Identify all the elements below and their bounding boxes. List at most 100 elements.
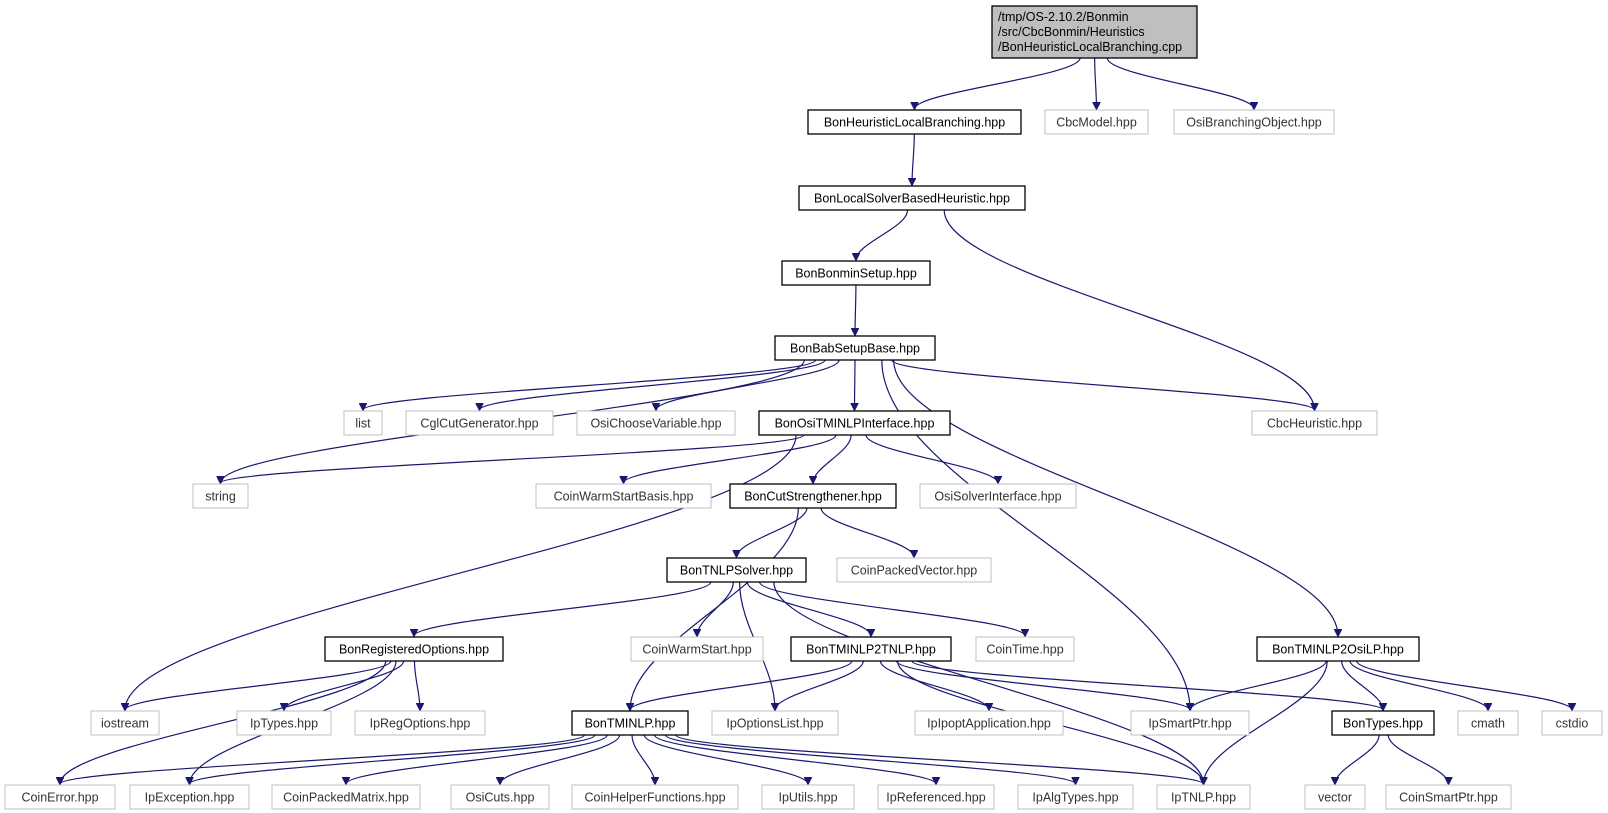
file-node-iptypes[interactable]: IpTypes.hpp [236, 710, 332, 736]
file-nodes: /tmp/OS-2.10.2/Bonmin /src/CbcBonmin/Heu… [4, 5, 1603, 810]
edge-root-to-bonheuristiclocalbranching [915, 57, 1081, 109]
file-node-label: IpAlgTypes.hpp [1032, 791, 1118, 805]
file-node-label: iostream [101, 717, 149, 731]
file-node-coinwarmstartbasis[interactable]: CoinWarmStartBasis.hpp [535, 483, 712, 509]
file-node-label: CoinSmartPtr.hpp [1399, 791, 1498, 805]
file-node-label: CoinTime.hpp [986, 643, 1063, 657]
file-node-bonheuristiclocalbranching[interactable]: BonHeuristicLocalBranching.hpp [807, 109, 1022, 135]
file-node-cmath[interactable]: cmath [1457, 710, 1519, 736]
file-node-cbcmodel[interactable]: CbcModel.hpp [1044, 109, 1149, 135]
file-node-label: BonTMINLP2OsiLP.hpp [1272, 643, 1404, 657]
edge-bontminlp-to-iputils [643, 734, 808, 784]
edge-bonregisteredoptions-to-iostream [125, 660, 392, 710]
file-node-ipreferenced[interactable]: IpReferenced.hpp [877, 784, 995, 810]
file-node-label: CglCutGenerator.hpp [420, 417, 538, 431]
file-node-iptnlp[interactable]: IpTNLP.hpp [1156, 784, 1251, 810]
file-node-osisolverinterface[interactable]: OsiSolverInterface.hpp [919, 483, 1077, 509]
file-node-label: CbcHeuristic.hpp [1267, 417, 1362, 431]
edge-bontminlp2tnlp-to-bontypes [911, 660, 1383, 710]
file-node-label: CoinPackedVector.hpp [851, 564, 978, 578]
file-node-label: BonBabSetupBase.hpp [790, 342, 920, 356]
file-node-coinhelperfunctions[interactable]: CoinHelperFunctions.hpp [571, 784, 739, 810]
file-node-label: IpTypes.hpp [250, 717, 318, 731]
root-file-node[interactable]: /tmp/OS-2.10.2/Bonmin /src/CbcBonmin/Heu… [991, 5, 1198, 59]
file-node-osibranchingobject[interactable]: OsiBranchingObject.hpp [1173, 109, 1335, 135]
edge-bonositminlpinterface-to-iostream [125, 434, 797, 710]
file-node-label: BonTMINLP2TNLP.hpp [806, 643, 936, 657]
file-node-bontnlpsolver[interactable]: BonTNLPSolver.hpp [666, 557, 807, 583]
file-node-bonbonminsetup[interactable]: BonBonminSetup.hpp [781, 260, 931, 286]
file-node-label: CoinPackedMatrix.hpp [283, 791, 409, 805]
file-node-coinerror[interactable]: CoinError.hpp [4, 784, 116, 810]
file-node-label: cstdio [1556, 717, 1589, 731]
file-node-bonbabsetupbase[interactable]: BonBabSetupBase.hpp [774, 335, 936, 361]
file-node-label: OsiSolverInterface.hpp [934, 490, 1061, 504]
file-node-osicuts[interactable]: OsiCuts.hpp [450, 784, 550, 810]
file-node-cbcheuristic[interactable]: CbcHeuristic.hpp [1251, 410, 1378, 436]
edge-bontminlp2tnlp-to-ipipoptapplication [879, 660, 989, 710]
file-node-coinpackedmatrix[interactable]: CoinPackedMatrix.hpp [271, 784, 421, 810]
edge-root-to-cbcmodel [1095, 57, 1097, 109]
edge-bonositminlpinterface-to-coinwarmstartbasis [624, 434, 837, 483]
file-node-coinsmartptr[interactable]: CoinSmartPtr.hpp [1385, 784, 1512, 810]
edge-root-to-osibranchingobject [1106, 57, 1254, 109]
file-node-vector[interactable]: vector [1304, 784, 1366, 810]
edge-bontminlp2tnlp-to-ipoptionslist [775, 660, 864, 710]
edge-bontminlp-to-coinpackedmatrix [346, 734, 608, 784]
file-node-iostream[interactable]: iostream [90, 710, 160, 736]
file-node-iputils[interactable]: IpUtils.hpp [761, 784, 855, 810]
file-node-label: OsiChooseVariable.hpp [590, 417, 721, 431]
edge-bonregisteredoptions-to-iptypes [284, 660, 405, 710]
edge-bonregisteredoptions-to-coinerror [60, 660, 387, 784]
file-node-label: IpReferenced.hpp [886, 791, 985, 805]
edge-bontminlp-to-coinhelperfunctions [631, 734, 655, 784]
file-node-label: BonCutStrengthener.hpp [744, 490, 882, 504]
edge-bontminlp2osilp-to-ipsmartptr [1190, 660, 1327, 710]
edge-bontminlp2tnlp-to-ipsmartptr [895, 660, 1190, 710]
file-node-label: BonTypes.hpp [1343, 717, 1423, 731]
edge-bonbabsetupbase-to-cglcutgenerator [480, 359, 826, 410]
file-node-ipipoptapplication[interactable]: IpIpoptApplication.hpp [914, 710, 1064, 736]
edge-bontminlp-to-ipreferenced [653, 734, 936, 784]
file-node-cglcutgenerator[interactable]: CglCutGenerator.hpp [405, 410, 554, 436]
edge-bonlocalsolverbasedheuristic-to-bonbonminsetup [856, 209, 909, 260]
edge-bontnlpsolver-to-bonregisteredoptions [414, 581, 712, 636]
file-node-bontypes[interactable]: BonTypes.hpp [1331, 710, 1435, 736]
edge-bontminlp-to-iptnlp [675, 734, 1204, 784]
edge-bontminlp-to-ipalgtypes [665, 734, 1076, 784]
edge-bontminlp-to-coinerror [60, 734, 585, 784]
dependency-edges [60, 57, 1572, 784]
edge-bonbabsetupbase-to-ipsmartptr [881, 359, 1190, 710]
edge-boncutstrengthener-to-coinpackedvector [820, 507, 914, 557]
file-node-ipregoptions[interactable]: IpRegOptions.hpp [354, 710, 486, 736]
file-node-boncutstrengthener[interactable]: BonCutStrengthener.hpp [729, 483, 897, 509]
file-node-ipsmartptr[interactable]: IpSmartPtr.hpp [1130, 710, 1250, 736]
file-node-bontminlp2tnlp[interactable]: BonTMINLP2TNLP.hpp [790, 636, 952, 662]
file-node-label: IpTNLP.hpp [1171, 791, 1236, 805]
file-node-ipoptionslist[interactable]: IpOptionsList.hpp [711, 710, 839, 736]
file-node-cointime[interactable]: CoinTime.hpp [975, 636, 1075, 662]
file-node-label: string [205, 490, 236, 504]
file-node-coinwarmstart[interactable]: CoinWarmStart.hpp [630, 636, 764, 662]
file-node-bonregisteredoptions[interactable]: BonRegisteredOptions.hpp [324, 636, 504, 662]
file-node-bonlocalsolverbasedheuristic[interactable]: BonLocalSolverBasedHeuristic.hpp [798, 185, 1026, 211]
edge-bonositminlpinterface-to-string [221, 434, 805, 483]
edge-bontminlp2osilp-to-cstdio [1356, 660, 1572, 710]
edge-bonregisteredoptions-to-ipregoptions [413, 660, 420, 710]
file-node-cstdio[interactable]: cstdio [1541, 710, 1603, 736]
file-node-bonositminlpinterface[interactable]: BonOsiTMINLPInterface.hpp [758, 410, 951, 436]
file-node-osichoosevariable[interactable]: OsiChooseVariable.hpp [576, 410, 736, 436]
edge-bontminlp2osilp-to-cmath [1349, 660, 1488, 710]
file-node-ipalgtypes[interactable]: IpAlgTypes.hpp [1017, 784, 1134, 810]
file-node-list[interactable]: list [343, 410, 383, 436]
file-node-ipexception[interactable]: IpException.hpp [129, 784, 250, 810]
file-node-bontminlp2osilp[interactable]: BonTMINLP2OsiLP.hpp [1256, 636, 1420, 662]
edge-bonbabsetupbase-to-bontminlp2osilp [893, 359, 1338, 636]
file-node-coinpackedvector[interactable]: CoinPackedVector.hpp [836, 557, 992, 583]
file-node-string[interactable]: string [192, 483, 249, 509]
edge-bonbonminsetup-to-bonbabsetupbase [855, 284, 856, 335]
file-node-bontminlp[interactable]: BonTMINLP.hpp [571, 710, 689, 736]
edge-bonlocalsolverbasedheuristic-to-cbcheuristic [943, 209, 1314, 410]
edge-bonositminlpinterface-to-boncutstrengthener [813, 434, 852, 483]
